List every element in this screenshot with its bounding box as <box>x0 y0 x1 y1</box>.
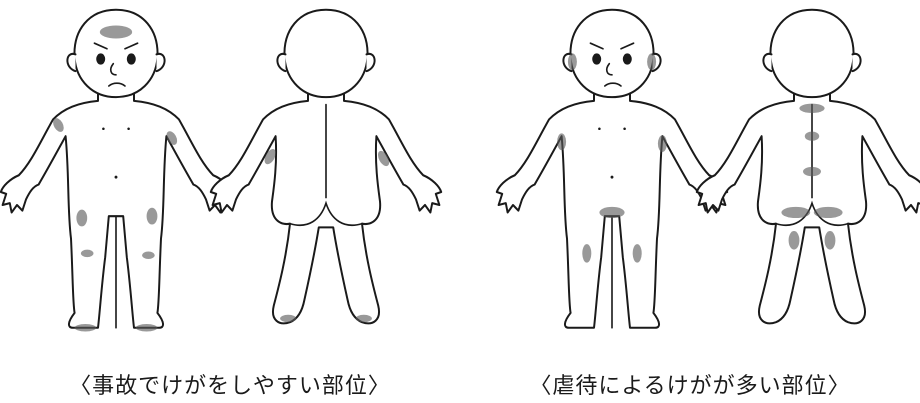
bruise-upper-back <box>799 103 825 113</box>
bruise-left-foot <box>135 324 158 332</box>
accident-injury-panel: 〈事故でけがをしやすい部位〉 <box>0 8 443 399</box>
bruise-left-elbow <box>166 131 178 145</box>
abuse-injury-panel: 〈虐待によるけがが多い部位〉 <box>460 0 920 403</box>
bruise-right-cheek <box>567 53 577 71</box>
bruise-left-back-thigh <box>824 231 836 250</box>
bruise-groin <box>599 206 625 219</box>
bruise-right-inner-thigh <box>582 244 592 263</box>
child-front-figure <box>495 8 729 329</box>
bruise-left-thigh <box>146 207 158 225</box>
bruise-right-shoulder <box>53 118 64 132</box>
bruise-left-inner-thigh <box>632 244 642 263</box>
bruise-left-knee <box>142 251 155 259</box>
bruise-right-forearm <box>264 149 276 165</box>
bruise-right-back-thigh <box>788 231 800 250</box>
bruise-right-foot <box>74 324 97 332</box>
abuse-caption: 〈虐待によるけがが多い部位〉 <box>529 374 851 399</box>
bruise-right-upper-arm <box>557 133 567 151</box>
bruise-mid-back <box>804 131 820 141</box>
child-front-figure <box>0 8 233 332</box>
bruise-right-knee <box>80 249 94 258</box>
bruise-left-upper-arm <box>657 135 667 153</box>
bruise-left-forearm <box>377 150 390 167</box>
accident-injury-diagram <box>0 8 443 332</box>
accident-caption: 〈事故でけがをしやすい部位〉 <box>69 374 391 399</box>
bruise-lower-back <box>803 166 821 177</box>
bruise-right-buttock <box>781 206 811 219</box>
child-back-figure <box>695 8 920 325</box>
bruise-left-heel <box>355 314 372 323</box>
abuse-injury-diagram <box>495 8 920 329</box>
bruise-forehead <box>99 25 133 39</box>
bruise-left-cheek <box>647 53 657 71</box>
bruise-left-buttock <box>813 206 843 219</box>
child-back-figure <box>209 8 443 325</box>
bruise-right-thigh <box>76 209 88 227</box>
bruise-right-heel <box>280 314 297 323</box>
